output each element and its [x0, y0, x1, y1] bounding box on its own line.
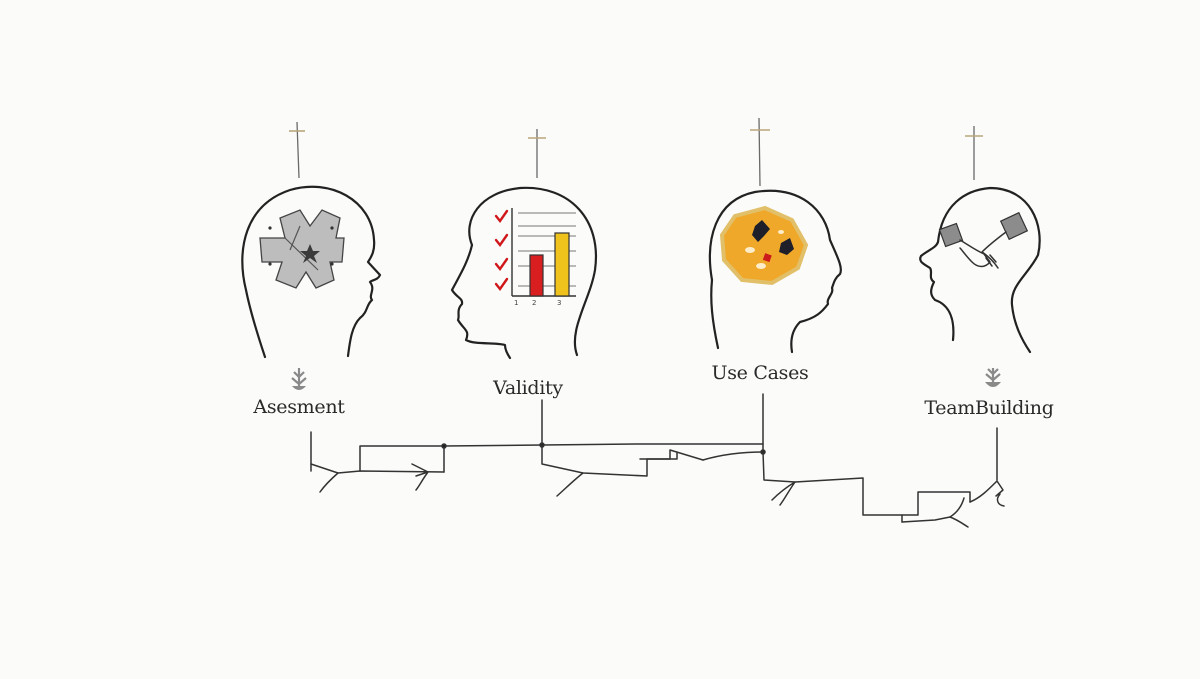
- head-outline: [919, 186, 1041, 354]
- cross-marker-icon: [965, 126, 983, 180]
- stage-validity: 1 2 3: [450, 129, 598, 360]
- sprout-icon: [291, 368, 307, 390]
- stage-teambuilding: [919, 126, 1041, 387]
- stage-assessment: [241, 121, 382, 390]
- cross-marker-icon: [528, 129, 546, 178]
- stage-label-validity: Validity: [493, 377, 563, 399]
- head-outline: [241, 185, 382, 359]
- cross-marker-icon: [750, 117, 770, 187]
- stage-label-use-cases: Use Cases: [711, 362, 809, 384]
- orange-octagon-icon: [719, 205, 809, 286]
- stage-use-cases: [708, 117, 842, 354]
- sprout-icon: [985, 368, 1001, 387]
- head-outline: [708, 189, 842, 354]
- flow-connectors: [310, 393, 1005, 528]
- svg-text:2: 2: [532, 299, 536, 307]
- stage-label-teambuilding: TeamBuilding: [924, 397, 1054, 419]
- stage-label-assessment: Asesment: [253, 396, 345, 418]
- svg-text:3: 3: [557, 299, 561, 307]
- bar-chart-checklist-icon: 1 2 3: [494, 208, 576, 307]
- cross-marker-icon: [289, 121, 305, 179]
- puzzle-gear-icon: [259, 209, 345, 289]
- handshake-icon: [938, 211, 1029, 269]
- svg-text:1: 1: [514, 299, 518, 307]
- head-outline: [450, 186, 598, 360]
